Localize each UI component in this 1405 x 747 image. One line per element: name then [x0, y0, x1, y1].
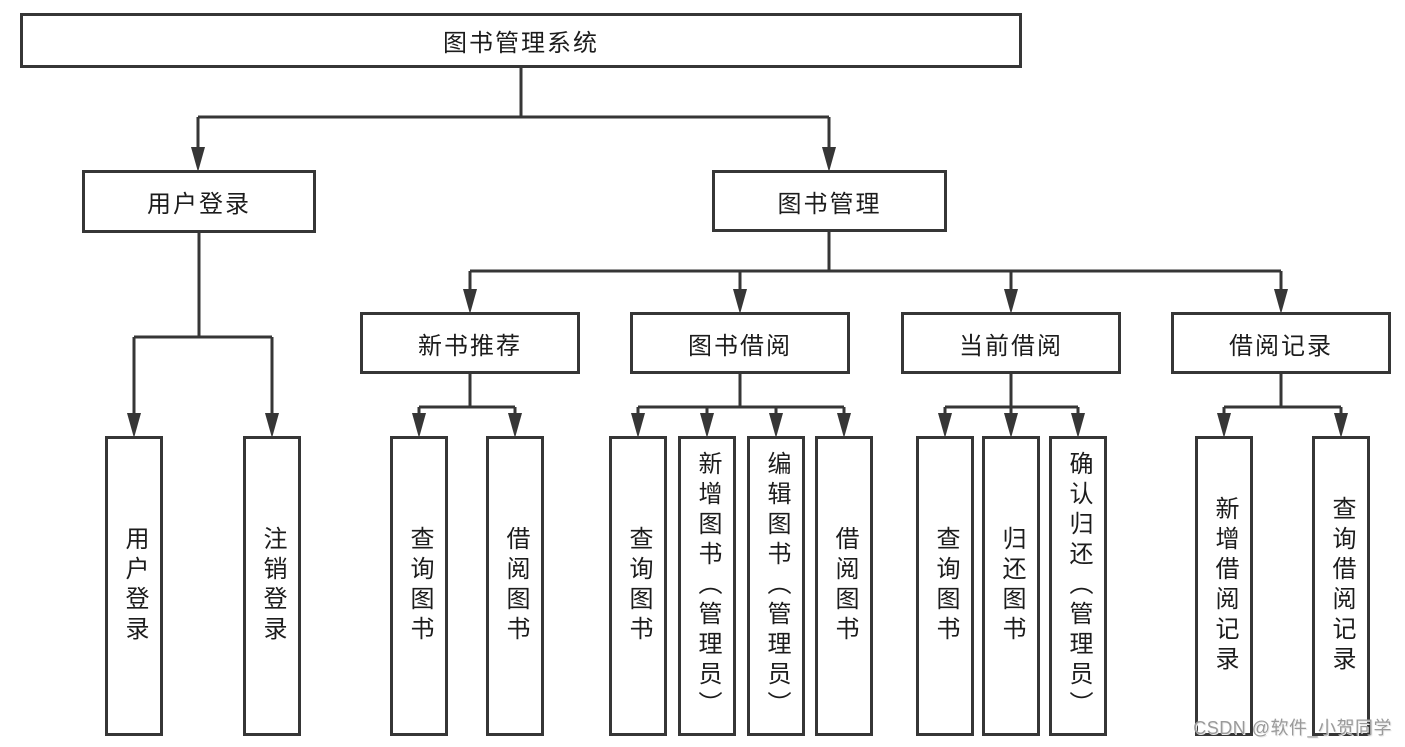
node-leaf-query-borrow-record: 查询借阅记录	[1312, 436, 1370, 736]
node-leaf-query-books-recommend: 查询图书	[390, 436, 448, 736]
node-leaf-add-book-admin: 新增图书（管理员）	[678, 436, 736, 736]
node-leaf-confirm-return-admin: 确认归还（管理员）	[1049, 436, 1107, 736]
node-root-title: 图书管理系统	[20, 13, 1022, 68]
arrowheads	[127, 147, 1348, 438]
node-book-borrow: 图书借阅	[630, 312, 850, 374]
node-leaf-logout: 注销登录	[243, 436, 301, 736]
node-leaf-borrow-books: 借阅图书	[815, 436, 873, 736]
node-user-login-module: 用户登录	[82, 170, 316, 233]
node-leaf-query-books-current: 查询图书	[916, 436, 974, 736]
node-leaf-query-books-borrow: 查询图书	[609, 436, 667, 736]
node-current-borrow: 当前借阅	[901, 312, 1121, 374]
node-leaf-edit-book-admin: 编辑图书（管理员）	[747, 436, 805, 736]
csdn-watermark: CSDN @软件_小贺同学	[1193, 718, 1392, 738]
connector-stems	[132, 68, 1343, 420]
node-leaf-borrow-books-recommend: 借阅图书	[486, 436, 544, 736]
node-leaf-add-borrow-record: 新增借阅记录	[1195, 436, 1253, 736]
node-new-book-recommend: 新书推荐	[360, 312, 580, 374]
node-leaf-user-login: 用户登录	[105, 436, 163, 736]
node-leaf-return-book: 归还图书	[982, 436, 1040, 736]
node-book-management-module: 图书管理	[712, 170, 947, 232]
node-borrow-records: 借阅记录	[1171, 312, 1391, 374]
